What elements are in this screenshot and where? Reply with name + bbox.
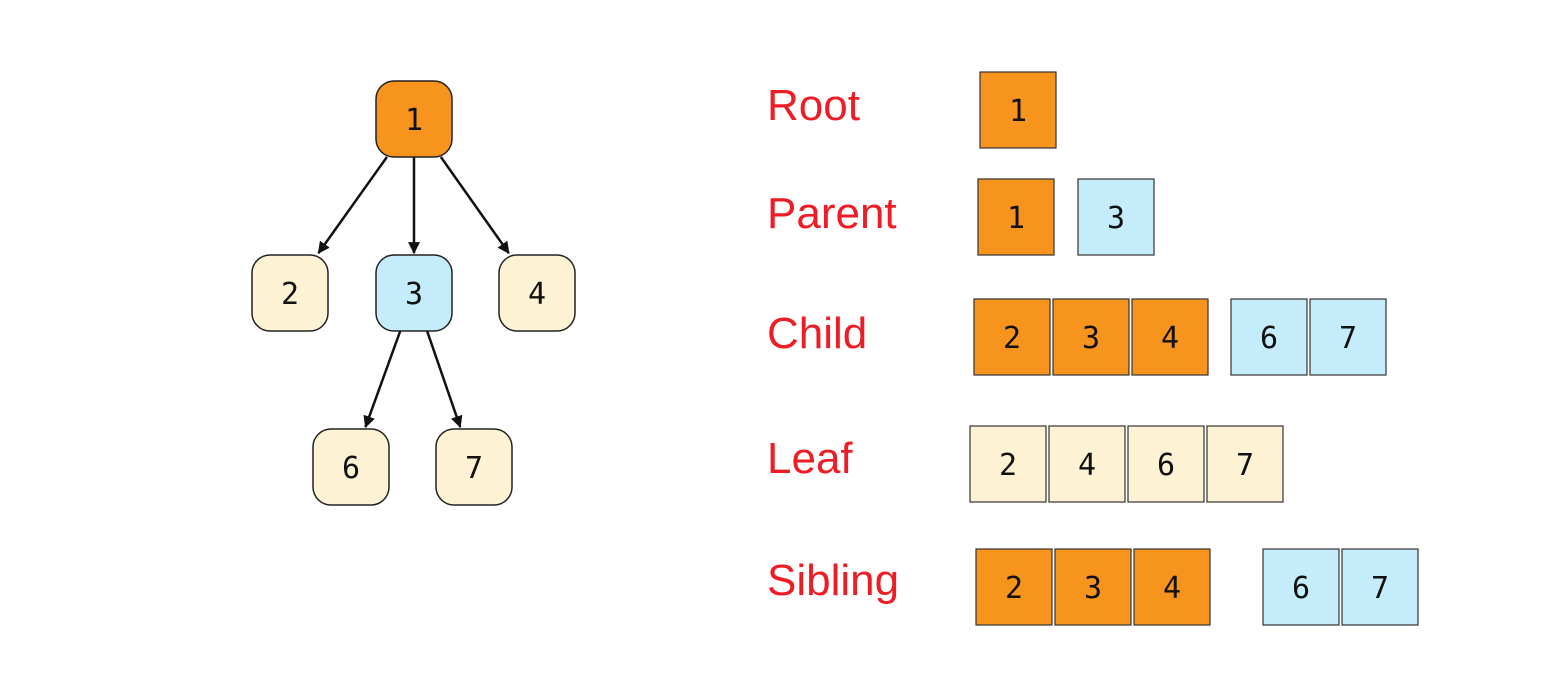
legend-row-label: Child [767,309,867,358]
tree-node-label: 3 [405,277,423,312]
edge-3-6 [363,330,402,429]
legend-cell-box [1127,425,1205,503]
tree-node-label: 4 [528,277,546,312]
legend-cell: 3 [1052,298,1130,376]
legend-cell: 1 [977,178,1055,256]
legend-row-root: Root 1 [767,71,1057,149]
legend-cell: 4 [1133,548,1211,626]
legend-cell-value: 6 [1292,571,1310,606]
legend-cell-box [1262,548,1340,626]
tree-node-box [251,254,329,332]
tree-node-7: 7 [435,428,513,506]
legend-cell: 4 [1048,425,1126,503]
legend-cell: 2 [969,425,1047,503]
legend-row-leaf: Leaf 2 4 6 7 [767,425,1284,503]
legend-cell: 1 [979,71,1057,149]
tree-node-4: 4 [498,254,576,332]
legend-cell-box [1054,548,1132,626]
legend-cell-value: 4 [1078,448,1096,483]
legend-cell-value: 3 [1107,201,1125,236]
legend-cell-box [1230,298,1308,376]
legend-cell-box [969,425,1047,503]
edge-1-2 [317,156,388,254]
tree-node-label: 2 [281,277,299,312]
legend-cell-box [975,548,1053,626]
legend-cell-value: 3 [1082,321,1100,356]
tree-node-1: 1 [375,80,453,158]
legend-cell: 2 [975,548,1053,626]
legend-cell: 6 [1127,425,1205,503]
legend-cell: 6 [1230,298,1308,376]
tree-node-label: 6 [342,451,360,486]
legend-cell: 3 [1077,178,1155,256]
legend-cell: 2 [973,298,1051,376]
legend-cell-box [1206,425,1284,503]
tree-node-label: 7 [465,451,483,486]
tree-node-box [312,428,390,506]
legend-cell: 7 [1309,298,1387,376]
legend-row-parent: Parent 1 3 [767,178,1155,256]
legend-cell-value: 1 [1009,94,1027,129]
tree-node-6: 6 [312,428,390,506]
legend-cell-box [1052,298,1130,376]
legend-cell-value: 2 [1005,571,1023,606]
legend-cell-box [1131,298,1209,376]
legend-cell-box [1309,298,1387,376]
tree-node-label: 1 [405,103,423,138]
tree-node-2: 2 [251,254,329,332]
legend-cell-box [1077,178,1155,256]
legend-cell-value: 4 [1161,321,1179,356]
legend-cell-value: 7 [1339,321,1357,356]
legend-cell-box [1133,548,1211,626]
legend-cell-box [1341,548,1419,626]
legend-row-label: Sibling [767,556,899,605]
legend-cell-value: 2 [1003,321,1021,356]
edge-3-7 [425,330,463,429]
legend-row-child: Child 2 3 4 6 7 [767,298,1387,376]
legend-cell: 7 [1206,425,1284,503]
legend-cell-value: 7 [1371,571,1389,606]
legend-cell-value: 6 [1157,448,1175,483]
tree-edges [317,156,510,429]
legend-cell-value: 6 [1260,321,1278,356]
legend-cell-box [1048,425,1126,503]
legend-row-label: Parent [767,189,897,238]
legend-cell-value: 3 [1084,571,1102,606]
tree-node-box [375,254,453,332]
legend-row-label: Root [767,81,860,130]
legend-row-label: Leaf [767,434,853,483]
legend-cell-box [977,178,1055,256]
legend-cell-box [979,71,1057,149]
legend-row-sibling: Sibling 2 3 4 6 7 [767,548,1419,626]
edge-1-4 [439,156,510,254]
tree-nodes: 1 2 3 4 6 7 [251,80,576,506]
legend-cell: 6 [1262,548,1340,626]
tree-node-box [435,428,513,506]
legend-cell-value: 7 [1236,448,1254,483]
legend-cell: 3 [1054,548,1132,626]
legend-cell-value: 2 [999,448,1017,483]
tree-node-box [498,254,576,332]
legend-cell: 7 [1341,548,1419,626]
legend-cell-value: 4 [1163,571,1181,606]
tree-node-3: 3 [375,254,453,332]
tree-node-box [375,80,453,158]
legend-cell-box [973,298,1051,376]
legend-cell: 4 [1131,298,1209,376]
legend-cell-value: 1 [1007,201,1025,236]
